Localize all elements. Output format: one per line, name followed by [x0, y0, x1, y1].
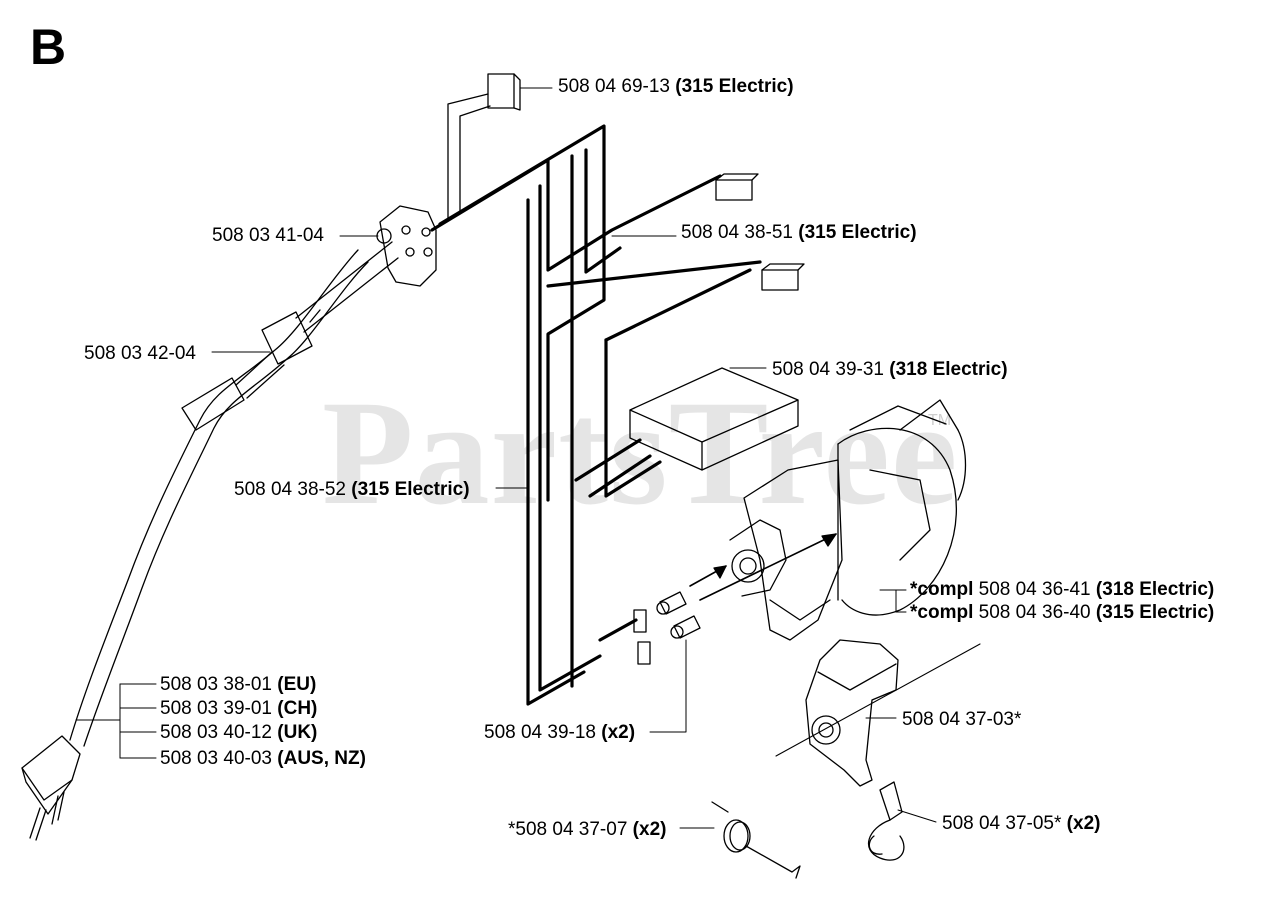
part-number: 508 04 39-18: [484, 722, 596, 743]
part-note: (315 Electric): [798, 222, 917, 243]
callout-508-04-39-31[interactable]: 508 04 39-31 (318 Electric): [772, 360, 1008, 379]
switch-part: [376, 205, 437, 287]
connector-sleeves: [656, 591, 701, 639]
part-number: 508 04 38-52: [234, 479, 346, 500]
callout-508-03-41-04[interactable]: 508 03 41-04: [212, 226, 324, 245]
wire-315-top: [447, 73, 521, 219]
part-number: 508 04 69-13: [558, 76, 670, 97]
wire-harness: [430, 124, 762, 706]
pcb-318: [629, 367, 799, 471]
brush-holder: [775, 639, 981, 787]
part-prefix: *compl: [910, 579, 974, 600]
part-note: (AUS, NZ): [277, 748, 366, 769]
part-note: (315 Electric): [351, 479, 470, 500]
callout-508-03-39-01[interactable]: 508 03 39-01 (CH): [160, 699, 317, 718]
part-note: (318 Electric): [889, 359, 1008, 380]
part-note: (EU): [277, 674, 317, 695]
part-note: (x2): [601, 722, 636, 743]
part-number: 508 04 37-05*: [942, 813, 1062, 834]
part-note: (315 Electric): [675, 76, 794, 97]
callout-508-03-42-04[interactable]: 508 03 42-04: [84, 344, 196, 363]
part-number: 508 03 40-03: [160, 748, 272, 769]
part-number: 508 04 37-03*: [902, 709, 1022, 730]
callout-508-04-36-41[interactable]: *compl 508 04 36-41 (318 Electric): [910, 580, 1214, 599]
callout-508-04-38-51[interactable]: 508 04 38-51 (315 Electric): [681, 223, 917, 242]
motor-assembly: [689, 399, 967, 641]
callout-508-04-69-13[interactable]: 508 04 69-13 (315 Electric): [558, 77, 794, 96]
wire-end-connectors: [633, 173, 805, 665]
part-note: (UK): [277, 722, 318, 743]
callout-508-04-36-40[interactable]: *compl 508 04 36-40 (315 Electric): [910, 603, 1214, 622]
callout-508-04-37-05[interactable]: 508 04 37-05* (x2): [942, 814, 1100, 833]
section-letter: B: [30, 19, 67, 75]
part-number: 508 03 42-04: [84, 343, 196, 364]
part-note: (CH): [277, 698, 318, 719]
carbon-brush: [868, 781, 905, 861]
part-number: 508 03 40-12: [160, 722, 272, 743]
part-number: 508 03 41-04: [212, 225, 324, 246]
callout-508-04-37-03[interactable]: 508 04 37-03*: [902, 710, 1021, 729]
watermark: PartsTree: [322, 370, 959, 536]
leader-lines: [75, 87, 937, 829]
part-number: *508 04 37-07: [508, 819, 628, 840]
part-note: (315 Electric): [1095, 602, 1215, 623]
power-cord: [21, 241, 399, 841]
callout-508-04-37-07[interactable]: *508 04 37-07 (x2): [508, 820, 666, 839]
callout-508-03-40-12[interactable]: 508 03 40-12 (UK): [160, 723, 317, 742]
part-note: (318 Electric): [1095, 579, 1215, 600]
part-number: 508 03 39-01: [160, 698, 272, 719]
part-note: (x2): [632, 819, 667, 840]
part-prefix: *compl: [910, 602, 974, 623]
part-number: 508 04 39-31: [772, 359, 884, 380]
part-number: 508 04 36-41: [978, 579, 1091, 600]
callout-508-03-40-03[interactable]: 508 03 40-03 (AUS, NZ): [160, 749, 366, 768]
part-number: 508 04 38-51: [681, 222, 793, 243]
callout-508-03-38-01[interactable]: 508 03 38-01 (EU): [160, 675, 316, 694]
part-number: 508 04 36-40: [978, 602, 1091, 623]
spring: [711, 801, 801, 879]
watermark-tm: TM: [928, 412, 952, 429]
callout-508-04-38-52[interactable]: 508 04 38-52 (315 Electric): [234, 480, 470, 499]
callout-508-04-39-18[interactable]: 508 04 39-18 (x2): [484, 723, 635, 742]
part-note: (x2): [1066, 813, 1101, 834]
part-number: 508 03 38-01: [160, 674, 272, 695]
